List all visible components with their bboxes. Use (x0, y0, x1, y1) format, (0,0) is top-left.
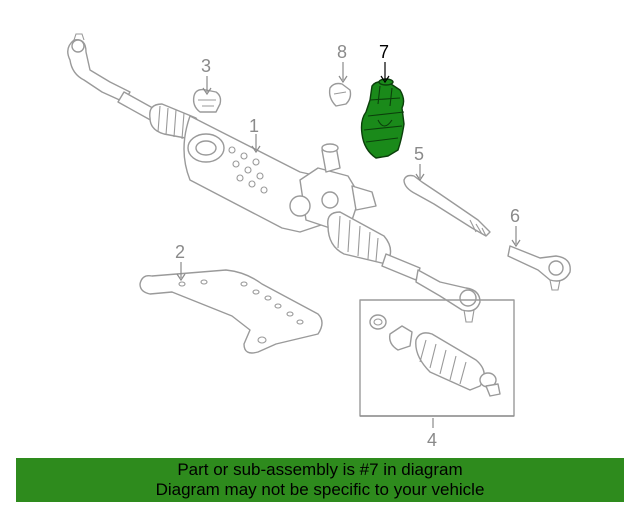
leader-lines (176, 62, 521, 428)
callout-4: 4 (427, 430, 437, 450)
inner-tie-rod (403, 174, 491, 237)
banner-line-part: Part or sub-assembly is #7 in diagram (177, 460, 463, 479)
banner-line-disclaimer: Diagram may not be specific to your vehi… (155, 480, 485, 499)
mounting-bracket (139, 269, 323, 354)
highlighted-part-7 (360, 78, 405, 159)
parts-diagram: 1 2 3 4 5 6 7 8 (67, 33, 571, 450)
callout-1: 1 (249, 116, 259, 136)
outer-tie-rod-end (507, 245, 571, 291)
callout-8: 8 (337, 42, 347, 62)
callout-2: 2 (175, 242, 185, 262)
callout-6: 6 (510, 206, 520, 226)
callout-5: 5 (414, 144, 424, 164)
callout-3: 3 (201, 56, 211, 76)
small-clip (328, 82, 352, 107)
info-banner: Part or sub-assembly is #7 in diagram Di… (16, 458, 624, 502)
mount-bushing (192, 88, 222, 113)
boot-kit-box (359, 299, 515, 417)
callout-7: 7 (379, 42, 389, 62)
steering-rack (67, 33, 481, 323)
